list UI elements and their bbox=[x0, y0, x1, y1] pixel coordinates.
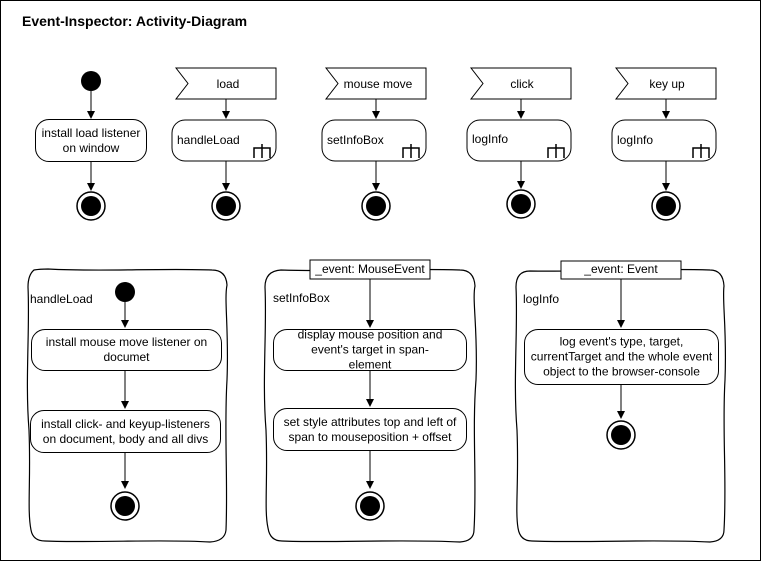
final-node bbox=[211, 191, 241, 221]
action-handleload bbox=[171, 119, 277, 162]
action-label-handleload: handleLoad bbox=[177, 133, 240, 147]
rake-icon bbox=[402, 144, 420, 158]
final-node bbox=[355, 491, 385, 521]
parameter-label-setinfobox: _event: MouseEvent bbox=[315, 262, 425, 276]
final-node bbox=[506, 189, 536, 219]
action-label: display mouse position and event's targe… bbox=[297, 327, 443, 372]
subactivity-name-handleload: handleLoad bbox=[30, 292, 93, 306]
diagram-title: Event-Inspector: Activity-Diagram bbox=[22, 13, 248, 29]
action-install-load-listener: install load listener on window bbox=[35, 119, 147, 162]
action-label: log event's type, target, currentTarget … bbox=[530, 334, 713, 379]
subactivity-name-loginfo: logInfo bbox=[523, 292, 560, 306]
action-setinfobox bbox=[321, 119, 427, 162]
action-set-style-attributes: set style attributes top and left of spa… bbox=[273, 408, 467, 451]
action-label: install mouse move listener on documet bbox=[45, 335, 208, 364]
action-install-mouse-move-listener: install mouse move listener on documet bbox=[31, 329, 222, 371]
action-display-mouse-position: display mouse position and event's targe… bbox=[273, 327, 467, 372]
final-node bbox=[651, 191, 681, 221]
final-node bbox=[606, 420, 636, 450]
action-install-click-keyup-listeners: install click- and keyup-listeners on do… bbox=[30, 410, 221, 453]
initial-node bbox=[115, 282, 135, 302]
parameter-label-loginfo: _event: Event bbox=[584, 262, 658, 276]
action-label: install load listener on window bbox=[41, 125, 141, 155]
rake-icon bbox=[692, 144, 710, 158]
subactivity-name-setinfobox: setInfoBox bbox=[273, 291, 330, 305]
event-label-click: click bbox=[510, 77, 534, 91]
event-label-mouse-move: mouse move bbox=[343, 77, 413, 91]
action-log-event: log event's type, target, currentTarget … bbox=[524, 329, 719, 385]
action-label: set style attributes top and left of spa… bbox=[283, 414, 457, 444]
final-node bbox=[110, 491, 140, 521]
final-node bbox=[76, 191, 106, 221]
event-label-load: load bbox=[216, 77, 240, 91]
rake-icon bbox=[547, 144, 565, 158]
event-label-key-up: key up bbox=[649, 77, 685, 91]
action-label: install click- and keyup-listeners on do… bbox=[41, 416, 210, 446]
action-label-loginfo: logInfo bbox=[472, 132, 509, 146]
rake-icon bbox=[253, 144, 271, 158]
final-node bbox=[361, 191, 391, 221]
action-label-setinfobox: setInfoBox bbox=[327, 133, 384, 147]
initial-node bbox=[81, 71, 101, 91]
action-label-loginfo: logInfo bbox=[617, 133, 654, 147]
action-loginfo bbox=[466, 119, 572, 162]
action-loginfo bbox=[611, 119, 717, 162]
